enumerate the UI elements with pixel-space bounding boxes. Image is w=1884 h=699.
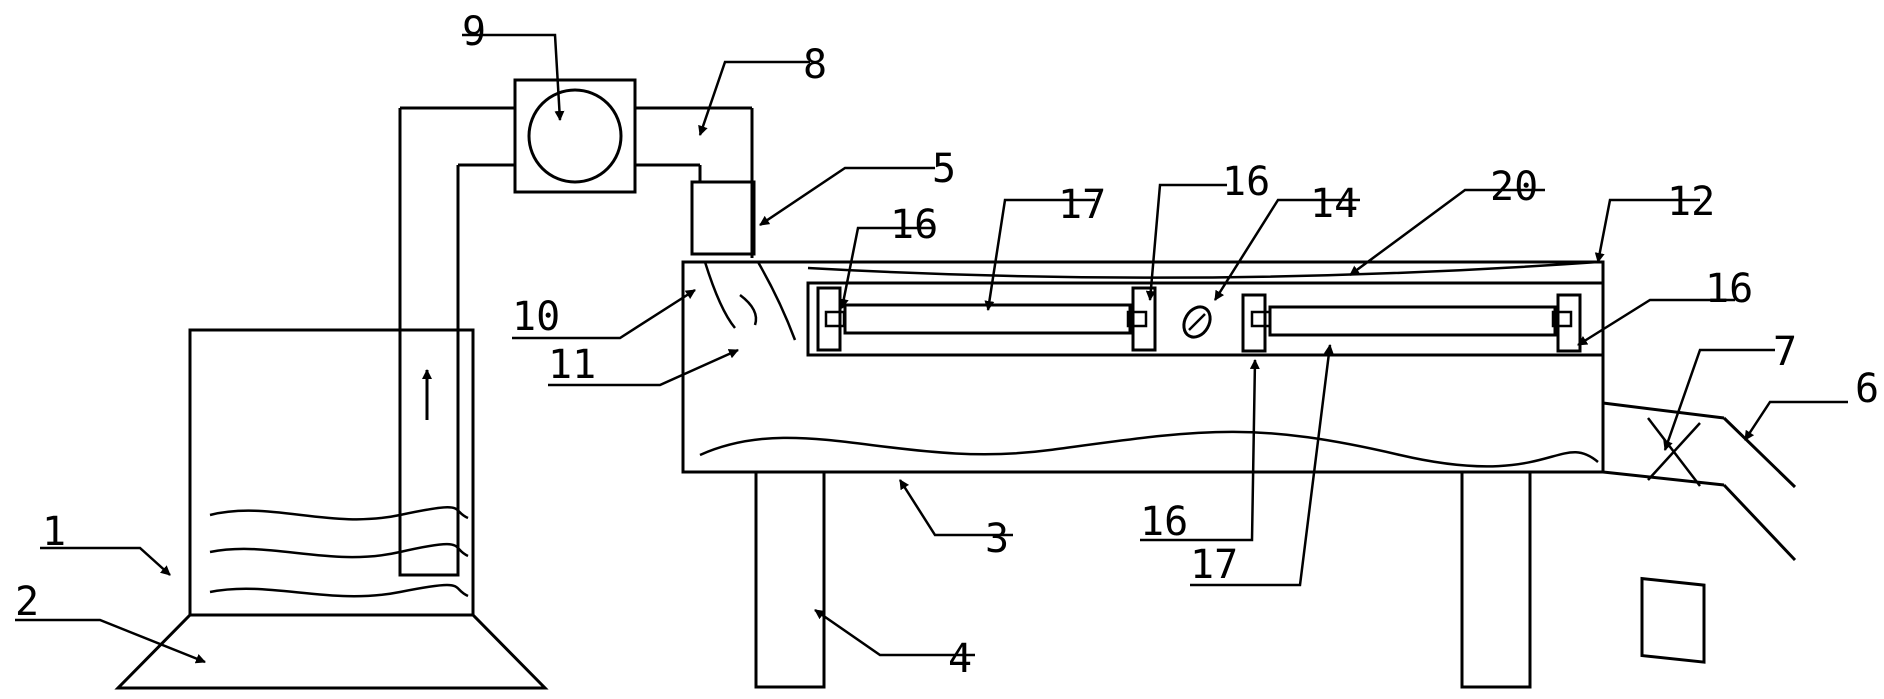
label-5: 5 bbox=[932, 146, 956, 192]
labels: 1 2 3 4 5 6 7 8 9 10 11 12 14 16 16 16 1… bbox=[15, 9, 1879, 682]
leader-lines bbox=[15, 33, 1848, 664]
label-2: 2 bbox=[15, 579, 39, 625]
label-1: 1 bbox=[42, 509, 66, 555]
label-17-bottom: 17 bbox=[1190, 542, 1238, 588]
label-10: 10 bbox=[512, 294, 560, 340]
label-17-top: 17 bbox=[1058, 182, 1106, 228]
pump bbox=[513, 78, 637, 194]
roller-frame bbox=[806, 260, 1605, 357]
label-11: 11 bbox=[548, 342, 596, 388]
label-9: 9 bbox=[462, 9, 486, 55]
outlet-chute bbox=[1602, 401, 1797, 664]
label-4: 4 bbox=[948, 636, 972, 682]
label-3: 3 bbox=[985, 516, 1009, 562]
label-12: 12 bbox=[1667, 179, 1715, 225]
trough bbox=[681, 260, 1605, 474]
label-7: 7 bbox=[1773, 329, 1797, 375]
label-16-bottom: 16 bbox=[1140, 499, 1188, 545]
roller-left bbox=[816, 286, 1157, 352]
legs bbox=[754, 470, 1532, 689]
tank-base bbox=[114, 613, 549, 690]
suction-pipe bbox=[398, 106, 515, 577]
label-20: 20 bbox=[1490, 164, 1538, 210]
label-14: 14 bbox=[1310, 181, 1358, 227]
label-16-left: 16 bbox=[890, 202, 938, 248]
label-6: 6 bbox=[1855, 366, 1879, 412]
label-8: 8 bbox=[803, 42, 827, 88]
roller-right bbox=[1241, 293, 1582, 353]
delivery-pipe bbox=[635, 106, 756, 258]
label-16-mid: 16 bbox=[1222, 159, 1270, 205]
water-tank bbox=[188, 328, 475, 617]
label-16-right: 16 bbox=[1705, 266, 1753, 312]
spray-guides bbox=[703, 261, 797, 341]
sensor bbox=[1182, 305, 1212, 339]
